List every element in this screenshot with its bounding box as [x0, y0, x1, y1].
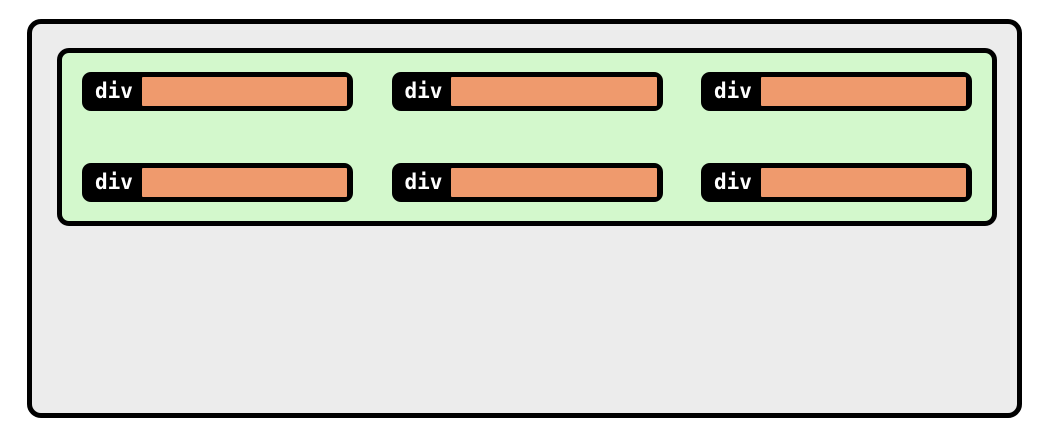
flex-item-label: div — [714, 79, 752, 103]
flex-item-content-bar — [451, 168, 657, 197]
flex-item[interactable]: div — [391, 163, 663, 202]
flex-item[interactable]: div — [82, 72, 353, 111]
flex-item[interactable]: div — [701, 163, 972, 202]
flex-item-content-bar — [141, 77, 347, 106]
flex-item[interactable]: div — [82, 163, 353, 202]
flex-item-content-bar — [141, 168, 347, 197]
flex-item-label: div — [404, 170, 443, 194]
flex-item-label: div — [714, 170, 752, 194]
flex-item-label: div — [95, 170, 133, 194]
flex-container: div div div div div div — [57, 48, 997, 226]
flex-item-content-bar — [760, 77, 966, 106]
page-body-box: div div div div div div — [27, 19, 1022, 418]
flex-item-label: div — [95, 79, 133, 103]
flex-item-label: div — [404, 79, 443, 103]
flex-item[interactable]: div — [701, 72, 972, 111]
flex-item-content-bar — [451, 77, 657, 106]
flex-item[interactable]: div — [391, 72, 663, 111]
flex-item-content-bar — [760, 168, 966, 197]
